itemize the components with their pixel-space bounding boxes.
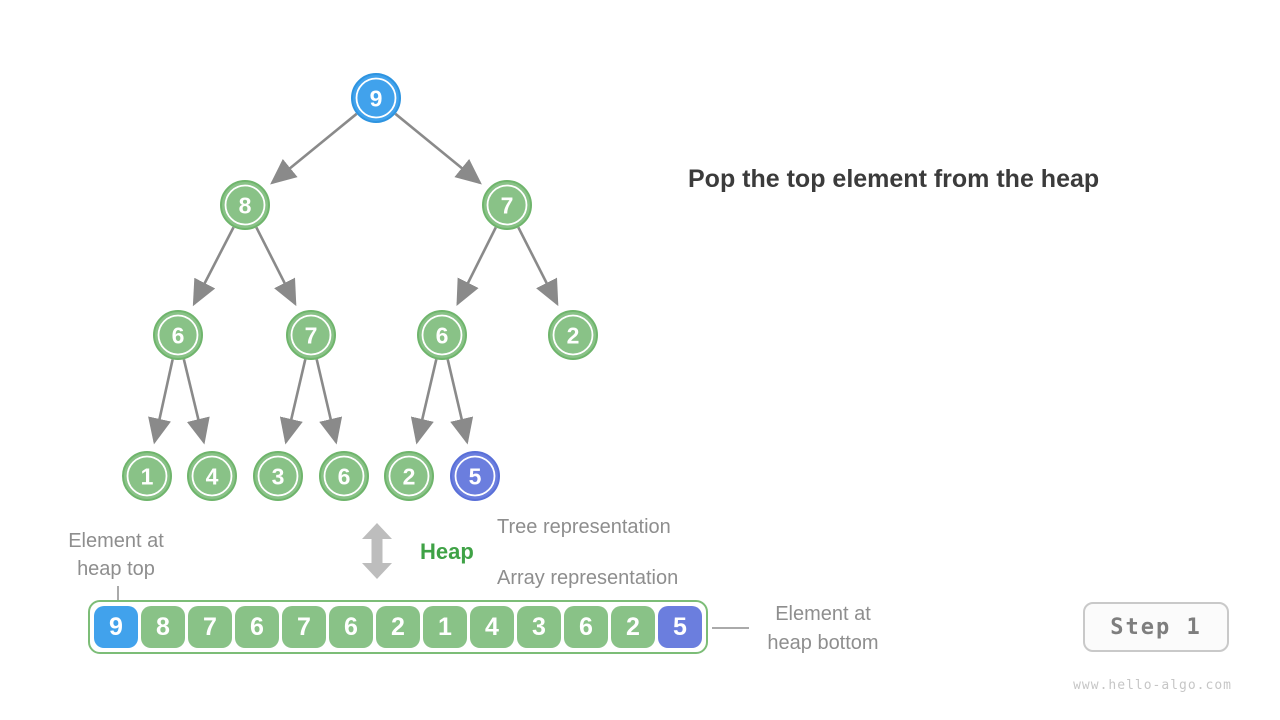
- tree-node-circle: [187, 451, 237, 501]
- tree-node: 7: [286, 310, 336, 360]
- tree-node-inner-ring: [224, 184, 266, 226]
- tree-node-value: 4: [206, 463, 219, 489]
- array-cell: 2: [376, 606, 420, 648]
- tree-node-inner-ring: [421, 314, 463, 356]
- tree-node: 7: [482, 180, 532, 230]
- tree-edge: [279, 359, 307, 445]
- heap-bottom-connector-line: [712, 627, 749, 629]
- tree-node: 1: [122, 451, 172, 501]
- tree-node-circle: [220, 180, 270, 230]
- tree-node-circle: [253, 451, 303, 501]
- tree-node-inner-ring: [257, 455, 299, 497]
- tree-node-value: 5: [469, 463, 482, 489]
- tree-edge: [270, 112, 358, 185]
- watermark: www.hello-algo.com: [1073, 678, 1232, 693]
- tree-node-circle: [450, 451, 500, 501]
- element-at-heap-bottom-label: Element at heap bottom: [753, 600, 893, 658]
- tree-node-value: 6: [338, 463, 351, 489]
- tree-edge: [410, 359, 438, 445]
- tree-node-inner-ring: [323, 455, 365, 497]
- updown-arrow-shape: [362, 523, 392, 579]
- tree-node-value: 1: [141, 463, 154, 489]
- array-cell: 5: [658, 606, 702, 648]
- array-cell: 1: [423, 606, 467, 648]
- tree-node-circle: [351, 73, 401, 123]
- tree-node: 6: [319, 451, 369, 501]
- tree-node-value: 3: [272, 463, 285, 489]
- tree-node: 6: [153, 310, 203, 360]
- tree-node-inner-ring: [126, 455, 168, 497]
- tree-node-value: 2: [567, 322, 580, 348]
- tree-edge: [517, 226, 559, 307]
- tree-node: 5: [450, 451, 500, 501]
- heap-tree-diagram: 9 8 7 6 7 6 2 1 4 3 6 2 5: [122, 73, 598, 501]
- array-representation-label: Array representation: [497, 567, 679, 589]
- array-cell: 6: [329, 606, 373, 648]
- tree-node-inner-ring: [486, 184, 528, 226]
- tree-node-circle: [384, 451, 434, 501]
- array-cell: 4: [470, 606, 514, 648]
- tree-edge: [148, 359, 174, 445]
- step-button: Step 1: [1083, 602, 1229, 652]
- tree-node-circle: [319, 451, 369, 501]
- array-cell: 7: [188, 606, 232, 648]
- tree-representation-label: Tree representation: [497, 516, 671, 538]
- array-cell: 3: [517, 606, 561, 648]
- updown-arrow-icon: [362, 523, 392, 579]
- element-at-heap-bottom-line2: heap bottom: [767, 632, 879, 654]
- heap-label: Heap: [420, 539, 474, 564]
- tree-node-inner-ring: [157, 314, 199, 356]
- tree-edge: [315, 359, 343, 445]
- tree-node-value: 6: [172, 322, 185, 348]
- tree-node-circle: [153, 310, 203, 360]
- heap-top-connector-line: [117, 586, 119, 601]
- tree-node-inner-ring: [552, 314, 594, 356]
- tree-node-value: 2: [403, 463, 416, 489]
- tree-edge: [394, 112, 482, 185]
- tree-node: 6: [417, 310, 467, 360]
- tree-edge: [446, 359, 474, 445]
- tree-node-circle: [286, 310, 336, 360]
- tree-nodes: 9 8 7 6 7 6 2 1 4 3 6 2 5: [122, 73, 598, 501]
- tree-node: 2: [384, 451, 434, 501]
- tree-edges: [148, 112, 559, 445]
- tree-node-value: 9: [370, 85, 383, 111]
- element-at-heap-top-line1: Element at: [68, 530, 164, 552]
- array-cell: 8: [141, 606, 185, 648]
- array-cell: 2: [611, 606, 655, 648]
- tree-node-circle: [417, 310, 467, 360]
- tree-node-inner-ring: [454, 455, 496, 497]
- array-cell: 7: [282, 606, 326, 648]
- tree-edge: [255, 226, 297, 307]
- tree-node: 2: [548, 310, 598, 360]
- element-at-heap-bottom-line1: Element at: [775, 603, 871, 625]
- array-cell: 9: [94, 606, 138, 648]
- tree-node-circle: [482, 180, 532, 230]
- tree-node-circle: [548, 310, 598, 360]
- tree-node: 9: [351, 73, 401, 123]
- tree-node: 4: [187, 451, 237, 501]
- tree-node-value: 8: [239, 192, 252, 218]
- array-cell: 6: [564, 606, 608, 648]
- tree-node-value: 6: [436, 322, 449, 348]
- array-cell: 6: [235, 606, 279, 648]
- tree-node: 8: [220, 180, 270, 230]
- figure-title: Pop the top element from the heap: [688, 165, 1100, 193]
- tree-node-inner-ring: [191, 455, 233, 497]
- tree-edge: [456, 226, 497, 307]
- tree-node-inner-ring: [290, 314, 332, 356]
- element-at-heap-top-line2: heap top: [77, 558, 155, 580]
- tree-node-value: 7: [501, 192, 514, 218]
- tree-node-inner-ring: [355, 77, 397, 119]
- tree-node-inner-ring: [388, 455, 430, 497]
- tree-node-circle: [122, 451, 172, 501]
- tree-node-value: 7: [305, 322, 318, 348]
- tree-edge: [182, 358, 210, 445]
- tree-edge: [192, 226, 235, 307]
- element-at-heap-top-label: Element at heap top: [36, 527, 196, 583]
- tree-node: 3: [253, 451, 303, 501]
